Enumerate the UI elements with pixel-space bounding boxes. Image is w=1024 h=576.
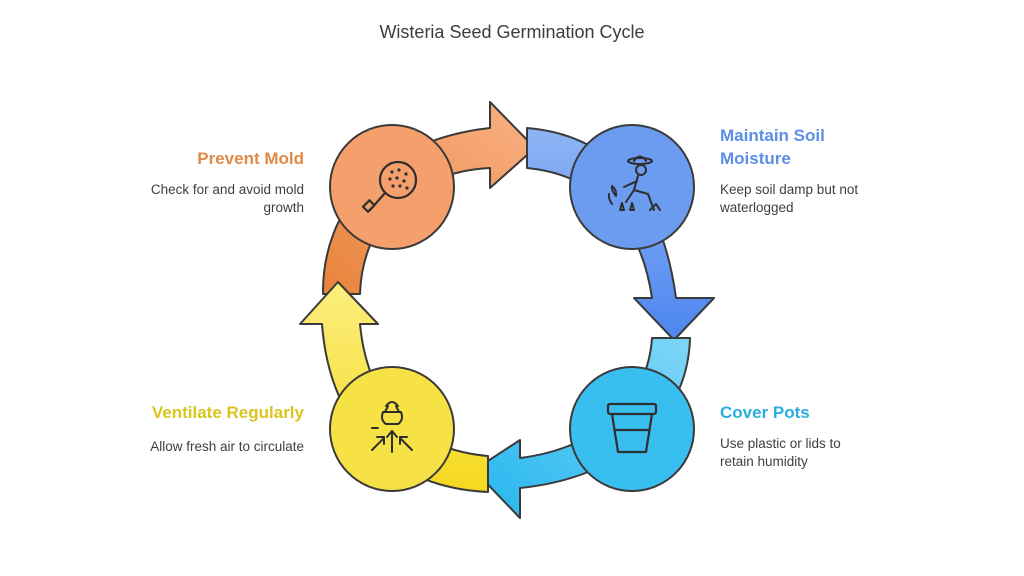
desc-line: growth xyxy=(263,200,304,215)
desc-line: Use plastic or lids to xyxy=(720,436,841,451)
step-label-prevent-mold: Prevent Mold xyxy=(197,149,304,168)
step-description-ventilate-regularly: Allow fresh air to circulate xyxy=(84,438,304,456)
desc-line: retain humidity xyxy=(720,454,808,469)
desc-line: waterlogged xyxy=(720,200,794,215)
desc-line: Keep soil damp but not xyxy=(720,182,859,197)
step-label-cover-pots: Cover Pots xyxy=(720,403,810,422)
magnifier-icon xyxy=(361,160,418,214)
circle-maintain-soil-moisture xyxy=(569,124,695,250)
step-description-prevent-mold: Check for and avoid mold growth xyxy=(114,181,304,217)
circle-ventilate-regularly xyxy=(329,366,455,492)
desc-line: Check for and avoid mold xyxy=(150,182,304,197)
gardener-watering-icon xyxy=(607,155,661,211)
flower-pot-icon xyxy=(606,402,658,454)
air-flow-icon xyxy=(371,401,413,453)
step-description-cover-pots: Use plastic or lids to retain humidity xyxy=(720,435,920,471)
label-line: Maintain Soil xyxy=(720,126,825,145)
label-line: Moisture xyxy=(720,149,791,168)
step-label-maintain-soil-moisture: Maintain Soil Moisture xyxy=(720,124,825,170)
step-description-maintain-soil-moisture: Keep soil damp but not waterlogged xyxy=(720,181,920,217)
diagram-title: Wisteria Seed Germination Cycle xyxy=(379,22,645,42)
step-label-ventilate-regularly: Ventilate Regularly xyxy=(151,403,304,422)
desc-line: Allow fresh air to circulate xyxy=(150,439,304,454)
